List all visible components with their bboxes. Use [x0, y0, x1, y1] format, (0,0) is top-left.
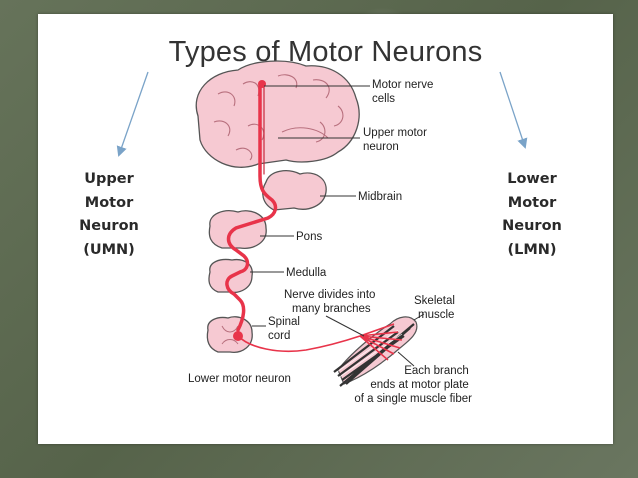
motor-neuron-diagram: Motor nerve cells Upper motor neuron Mid…	[116, 60, 528, 405]
label-upper-motor-neuron: Upper motor neuron	[363, 127, 430, 153]
upper-motor-neuron-label: Upper Motor Neuron (UMN)	[64, 168, 154, 262]
label-motor-nerve-cells: Motor nerve cells	[372, 79, 437, 105]
lmn-line-2: Motor	[507, 194, 557, 211]
label-pons: Pons	[296, 231, 322, 243]
lmn-line-1: Lower	[507, 171, 557, 187]
leader-each-branch	[397, 351, 415, 367]
lmn-line-3: Neuron	[502, 218, 562, 234]
midbrain-shape	[262, 170, 327, 211]
umn-line-1: Upper	[84, 171, 134, 187]
slide-title: Types of Motor Neurons	[168, 36, 483, 68]
label-each-branch: Each branch ends at motor plate of a sin…	[354, 365, 472, 405]
right-pointer-arrow	[499, 71, 528, 149]
upper-motor-neuron-pathway	[225, 80, 278, 332]
slide: Types of Motor Neurons Upper Motor Neuro…	[38, 14, 613, 444]
lmn-line-4: (LMN)	[507, 241, 557, 258]
label-spinal-cord: Spinal cord	[268, 316, 303, 342]
lower-motor-neuron-pathway	[233, 323, 403, 361]
left-pointer-arrow	[116, 71, 149, 157]
pons-shape	[208, 210, 267, 249]
label-midbrain: Midbrain	[358, 191, 402, 203]
umn-line-2: Motor	[84, 194, 134, 211]
leader-skeletal-muscle	[413, 313, 425, 321]
lower-motor-neuron-label: Lower Motor Neuron (LMN)	[487, 168, 577, 262]
label-skeletal-muscle: Skeletal muscle	[414, 295, 458, 321]
leader-nerve-divides	[325, 315, 365, 337]
label-medulla: Medulla	[286, 267, 327, 279]
spinal-cord-shape	[206, 316, 253, 353]
umn-line-3: Neuron	[79, 218, 139, 234]
label-lower-motor-neuron: Lower motor neuron	[188, 373, 291, 385]
brain-cortex	[195, 60, 360, 168]
umn-line-4: (UMN)	[83, 241, 135, 258]
label-nerve-divides: Nerve divides into many branches	[284, 289, 379, 315]
